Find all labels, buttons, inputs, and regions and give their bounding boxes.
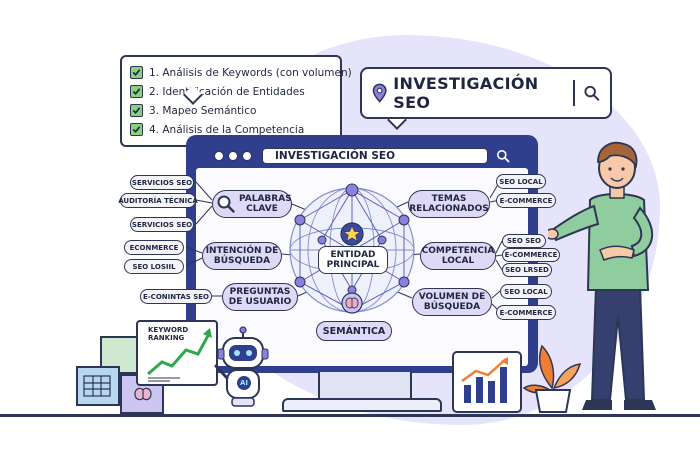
divider	[572, 80, 575, 106]
browser-title: INVESTIGACIÓN SEO	[275, 150, 396, 162]
bar-chart-card	[452, 351, 522, 413]
checklist-item: 3. Mapeo Semántico	[130, 101, 332, 120]
check-icon	[130, 66, 143, 79]
node-label: PALABRAS CLAVE	[239, 194, 292, 214]
grid-icon	[83, 375, 111, 397]
checklist-item-label: 1. Análisis de Keywords (con volumen)	[149, 66, 352, 79]
tag-pill: SEO SEO	[502, 234, 546, 248]
browser-address-bar[interactable]: INVESTIGACIÓN SEO	[262, 148, 488, 164]
window-dot	[228, 151, 238, 161]
browser-bar	[198, 145, 526, 165]
monitor-base	[282, 398, 442, 412]
ai-robot-icon	[214, 326, 269, 407]
node-label: COMPETENCIA LOCAL	[421, 246, 495, 266]
checklist-item: 4. Análisis de la Competencia	[130, 120, 332, 139]
check-icon	[130, 123, 143, 136]
node-label: PREGUNTAS DE USUARIO	[228, 287, 292, 307]
checklist-item: 1. Análisis de Keywords (con volumen)	[130, 63, 352, 82]
tag-pill: SEO LOCAL	[496, 174, 546, 189]
callout-title: INVESTIGACIÓN SEO	[393, 74, 539, 112]
search-icon	[217, 195, 235, 213]
tag-pill: SEO LRSED	[502, 263, 552, 277]
person-icon	[548, 141, 656, 410]
search-icon	[584, 85, 600, 101]
node-entidad-principal: ENTIDAD PRINCIPAL	[318, 246, 388, 274]
tag-pill: ECONMERCE	[124, 240, 184, 255]
search-icon[interactable]	[496, 149, 510, 163]
checklist-item-label: 3. Mapeo Semántico	[149, 104, 257, 117]
tag-pill: SERVICIOS SEO	[130, 217, 194, 232]
tag-pill: AUDITORÍA TÉCNICA	[118, 193, 198, 208]
node-intencion-busqueda: INTENCIÓN DE BÚSQUEDA	[202, 242, 282, 270]
bar-chart-icon	[461, 357, 508, 403]
node-label: VOLUMEN DE BÚSQUEDA	[418, 292, 486, 312]
check-icon	[130, 85, 143, 98]
node-volumen-busqueda: VOLUMEN DE BÚSQUEDA	[412, 288, 492, 316]
monitor-stand	[318, 372, 412, 400]
keyword-ranking-title: KEYWORD RANKING	[148, 326, 189, 342]
trend-arrow-icon	[147, 328, 212, 382]
checklist-item-label: 4. Análisis de la Competencia	[149, 123, 305, 136]
node-palabras-clave: PALABRAS CLAVE	[212, 190, 292, 218]
node-temas-relacionados: TEMAS RELACIONADOS	[408, 190, 490, 218]
tag-pill: E-CONINTAS SEO	[140, 289, 212, 304]
tag-pill: SEO LOSIIL	[124, 259, 184, 274]
tag-pill: E-COMMERCE	[496, 193, 556, 208]
window-dot	[242, 151, 252, 161]
node-label: ENTIDAD PRINCIPAL	[326, 250, 380, 270]
plant-icon	[522, 344, 582, 413]
node-semantica: SEMÁNTICA	[316, 321, 392, 341]
location-pin-icon	[372, 83, 387, 103]
node-competencia-local: COMPETENCIA LOCAL	[420, 242, 496, 270]
tag-pill: E-COMMERCE	[502, 248, 560, 262]
cube-icon	[76, 366, 120, 406]
node-label: TEMAS RELACIONADOS	[409, 194, 489, 214]
ai-badge: AI	[237, 376, 251, 390]
tag-pill: E-COMMERCE	[496, 305, 556, 320]
tag-pill: SEO LOCAL	[500, 284, 552, 299]
keyword-ranking-card	[136, 320, 218, 386]
node-preguntas-usuario: PREGUNTAS DE USUARIO	[222, 283, 298, 311]
tag-pill: SERVICIOS SEO	[130, 175, 194, 190]
check-icon	[130, 104, 143, 117]
seo-search-callout: INVESTIGACIÓN SEO	[360, 67, 612, 119]
floor-line	[0, 414, 700, 417]
window-dot	[214, 151, 224, 161]
brain-icon	[134, 387, 152, 401]
node-label: SEMÁNTICA	[322, 325, 386, 337]
node-label: INTENCIÓN DE BÚSQUEDA	[205, 246, 279, 266]
